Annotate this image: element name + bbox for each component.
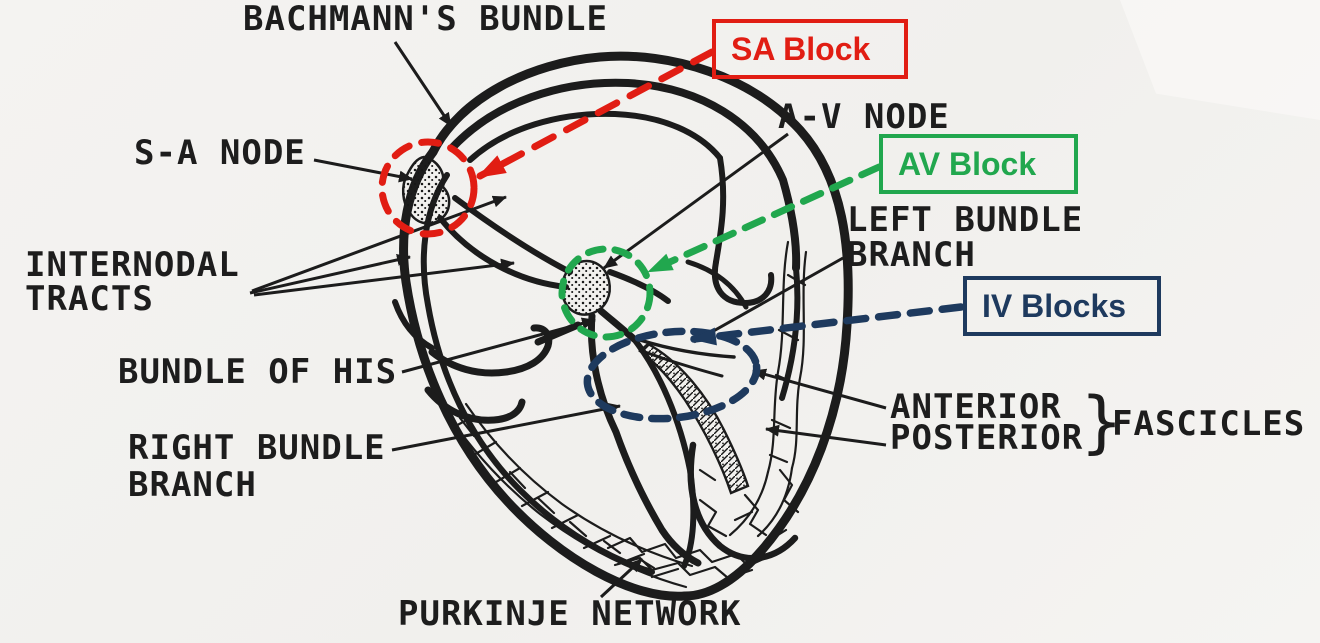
iv-blocks-arrow [690,303,965,346]
label-anterior-fascicle: ANTERIOR [890,387,1062,427]
sa-block-arrow [476,48,716,180]
sa-block-callout-label: SA Block [731,30,871,67]
sa-node-arrow [313,158,413,183]
internodal-tract-lines [437,195,573,290]
label-right-bundle-branch-line2: BRANCH [128,465,257,505]
av-node-arrow [603,132,789,270]
anterior-fascicle-arrow [752,368,887,410]
label-right-bundle-branch-line1: RIGHT BUNDLE [128,428,386,468]
iv-blocks-callout: IV Blocks [963,276,1161,336]
label-purkinje-network: PURKINJE NETWORK [398,594,742,634]
sa-node-shape [401,155,451,225]
label-posterior-fascicle: POSTERIOR [890,418,1084,458]
bundle-of-his-arrow [401,317,596,374]
fascicles-brace: } [1080,383,1124,462]
label-bundle-of-his: BUNDLE OF HIS [118,352,398,392]
sa-block-callout: SA Block [712,19,908,79]
label-leader-arrows [249,41,887,599]
purkinje-network-lines [441,402,800,589]
av-block-callout: AV Block [879,134,1078,194]
label-internodal-tracts-line1: INTERNODAL [25,245,240,285]
purkinje-arrow [599,557,644,599]
label-sa-node: S-A NODE [134,133,306,173]
block-annotations [378,48,965,423]
label-bachmanns-bundle: BACHMANN'S BUNDLE [243,0,608,39]
iv-blocks-callout-label: IV Blocks [982,287,1127,324]
posterior-fascicle-arrow [765,424,887,447]
av-block-callout-label: AV Block [898,145,1037,182]
av-block-circle [558,245,654,341]
av-block-arrow [646,163,883,275]
left-bundle-arrow [693,256,844,344]
label-fascicles: FASCICLES [1112,404,1306,444]
right-bundle-arrow [391,402,621,452]
sa-block-circle [378,138,478,238]
fascicle-band [638,342,750,495]
internodal-arrow-3 [253,258,515,297]
label-internodal-tracts-line2: TRACTS [25,279,154,319]
internodal-arrow-2 [249,254,411,295]
label-av-node: A-V NODE [778,97,950,137]
bachmanns-bundle-arrow [393,41,453,127]
label-left-bundle-branch-line1: LEFT BUNDLE [847,200,1084,240]
label-left-bundle-branch-line2: BRANCH [847,235,976,275]
iv-blocks-ellipse [583,327,761,423]
